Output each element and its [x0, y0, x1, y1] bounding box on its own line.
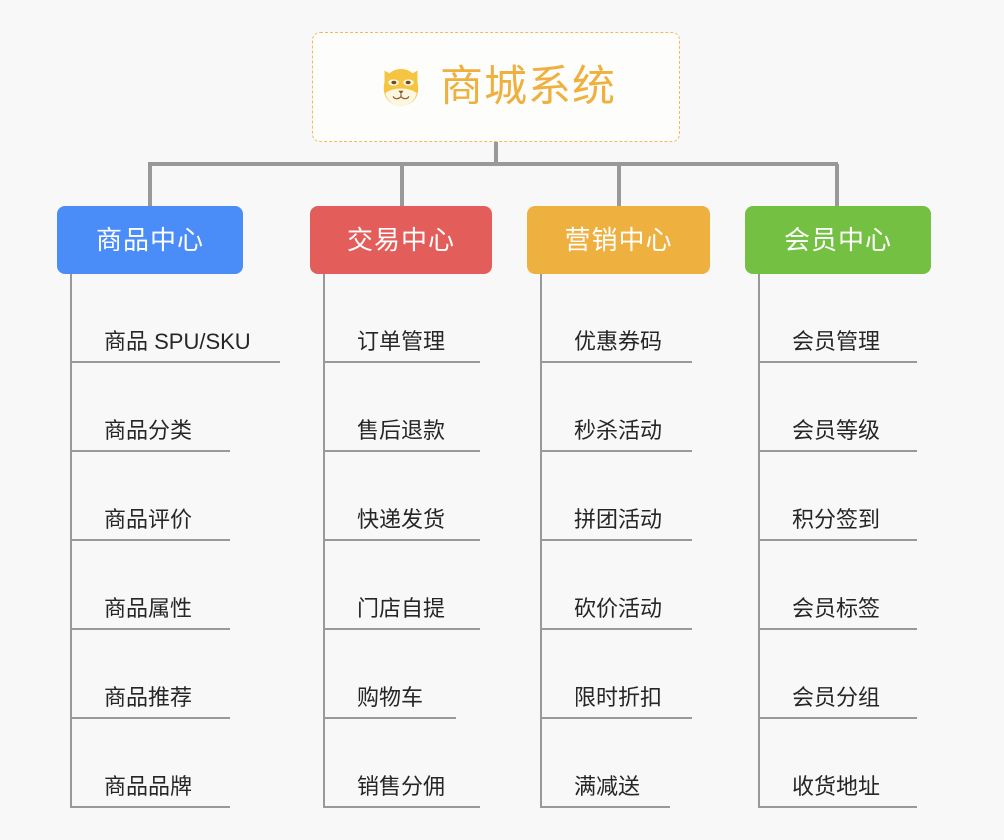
branch-label: 交易中心 [346, 225, 455, 255]
list-item[interactable]: 商品评价 [70, 452, 278, 541]
list-item-label: 订单管理 [357, 329, 446, 354]
list-item[interactable]: 积分签到 [758, 452, 917, 541]
branch-items-product-center: 商品 SPU/SKU 商品分类 商品评价 商品属性 商品推荐 商品品牌 [70, 274, 280, 808]
branch-label: 商品中心 [95, 225, 204, 255]
list-item-label: 收货地址 [792, 774, 881, 799]
list-item[interactable]: 快递发货 [323, 452, 480, 541]
list-item-label: 销售分佣 [357, 774, 446, 799]
list-item[interactable]: 商品 SPU/SKU [70, 274, 280, 363]
branch-label: 会员中心 [783, 225, 892, 255]
list-item[interactable]: 满减送 [540, 719, 690, 808]
branch-items-member-center: 会员管理 会员等级 积分签到 会员标签 会员分组 收货地址 [758, 274, 917, 808]
list-item-label: 商品推荐 [104, 685, 193, 710]
list-item-label: 商品属性 [104, 596, 193, 621]
branch-node-member-center[interactable]: 会员中心 [745, 206, 931, 274]
list-item-label: 商品品牌 [104, 774, 193, 799]
root-node[interactable]: 商城系统 [312, 32, 680, 142]
list-item[interactable]: 会员分组 [758, 630, 917, 719]
branch-items-trade-center: 订单管理 售后退款 快递发货 门店自提 购物车 销售分佣 [323, 274, 480, 808]
list-item-label: 会员等级 [792, 418, 881, 443]
list-item-label: 购物车 [357, 685, 424, 710]
branch-items-marketing-center: 优惠券码 秒杀活动 拼团活动 砍价活动 限时折扣 满减送 [540, 274, 692, 808]
list-item[interactable]: 会员管理 [758, 274, 917, 363]
list-item-label: 满减送 [574, 774, 641, 799]
list-item[interactable]: 商品分类 [70, 363, 278, 452]
root-title: 商城系统 [440, 62, 616, 111]
list-item[interactable]: 门店自提 [323, 541, 480, 630]
list-item[interactable]: 销售分佣 [323, 719, 480, 808]
list-item-label: 商品分类 [104, 418, 193, 443]
list-item-label: 秒杀活动 [574, 418, 663, 443]
list-item-label: 砍价活动 [574, 596, 663, 621]
list-item-label: 会员标签 [792, 596, 881, 621]
list-item-label: 拼团活动 [574, 507, 663, 532]
branch-label: 营销中心 [564, 225, 673, 255]
list-item-label: 会员分组 [792, 685, 881, 710]
branch-node-marketing-center[interactable]: 营销中心 [527, 206, 710, 274]
list-item[interactable]: 砍价活动 [540, 541, 692, 630]
list-item-label: 限时折扣 [574, 685, 663, 710]
list-item[interactable]: 收货地址 [758, 719, 917, 808]
list-item-label: 积分签到 [792, 507, 881, 532]
list-item[interactable]: 优惠券码 [540, 274, 692, 363]
list-item[interactable]: 秒杀活动 [540, 363, 692, 452]
list-item[interactable]: 售后退款 [323, 363, 480, 452]
list-item[interactable]: 拼团活动 [540, 452, 692, 541]
list-item-label: 门店自提 [357, 596, 446, 621]
list-item[interactable]: 会员标签 [758, 541, 917, 630]
list-item[interactable]: 商品属性 [70, 541, 278, 630]
list-item-label: 优惠券码 [574, 329, 663, 354]
list-item-label: 商品 SPU/SKU [104, 329, 251, 354]
list-item-label: 售后退款 [357, 418, 446, 443]
list-item[interactable]: 购物车 [323, 630, 478, 719]
list-item-label: 快递发货 [357, 507, 446, 532]
list-item[interactable]: 限时折扣 [540, 630, 692, 719]
list-item[interactable]: 订单管理 [323, 274, 480, 363]
branch-node-product-center[interactable]: 商品中心 [57, 206, 243, 274]
list-item[interactable]: 商品品牌 [70, 719, 278, 808]
shiba-dog-icon [383, 69, 419, 106]
branch-node-trade-center[interactable]: 交易中心 [310, 206, 492, 274]
list-item-label: 商品评价 [104, 507, 193, 532]
list-item-label: 会员管理 [792, 329, 881, 354]
list-item[interactable]: 商品推荐 [70, 630, 278, 719]
list-item[interactable]: 会员等级 [758, 363, 917, 452]
